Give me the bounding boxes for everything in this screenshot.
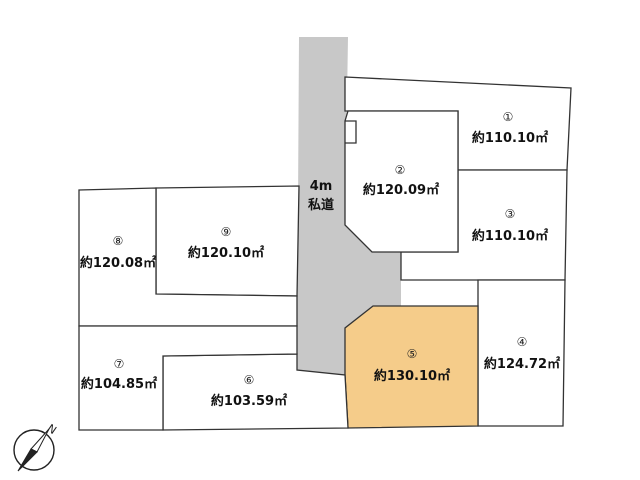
lot-5-area: 約130.10㎡ xyxy=(374,368,450,384)
lot-1-number: ① xyxy=(503,110,514,124)
lot-4-area: 約124.72㎡ xyxy=(484,356,560,372)
lot-7-number: ⑦ xyxy=(114,357,125,371)
road-width-label: 4m xyxy=(310,179,333,194)
lot-7[interactable] xyxy=(78,325,298,431)
lot-2-notch xyxy=(345,120,357,144)
lot-6-area: 約103.59㎡ xyxy=(211,393,287,409)
lot-5-number: ⑤ xyxy=(407,347,418,361)
lot-9-area: 約120.10㎡ xyxy=(188,245,264,261)
lot-7-area: 約104.85㎡ xyxy=(81,376,157,392)
lot-3-number: ③ xyxy=(505,207,516,221)
lot-4[interactable] xyxy=(477,279,566,427)
north-arrow-icon xyxy=(13,428,55,472)
lot-9[interactable] xyxy=(155,185,300,297)
lot-2-number: ② xyxy=(395,163,406,177)
lot-9-number: ⑨ xyxy=(221,225,232,239)
lot-6-number: ⑥ xyxy=(244,373,255,387)
lot-3-area: 約110.10㎡ xyxy=(472,228,548,244)
lot-1-area: 約110.10㎡ xyxy=(472,130,548,146)
lot-2-area: 約120.09㎡ xyxy=(363,182,439,198)
private-road xyxy=(297,37,401,375)
lot-4-number: ④ xyxy=(517,335,528,349)
lot-2[interactable] xyxy=(344,110,459,253)
lot-5[interactable] xyxy=(344,305,479,429)
road-type-label: 私道 xyxy=(308,197,334,213)
lot-8-area: 約120.08㎡ xyxy=(80,255,156,271)
lot-8-number: ⑧ xyxy=(113,234,124,248)
